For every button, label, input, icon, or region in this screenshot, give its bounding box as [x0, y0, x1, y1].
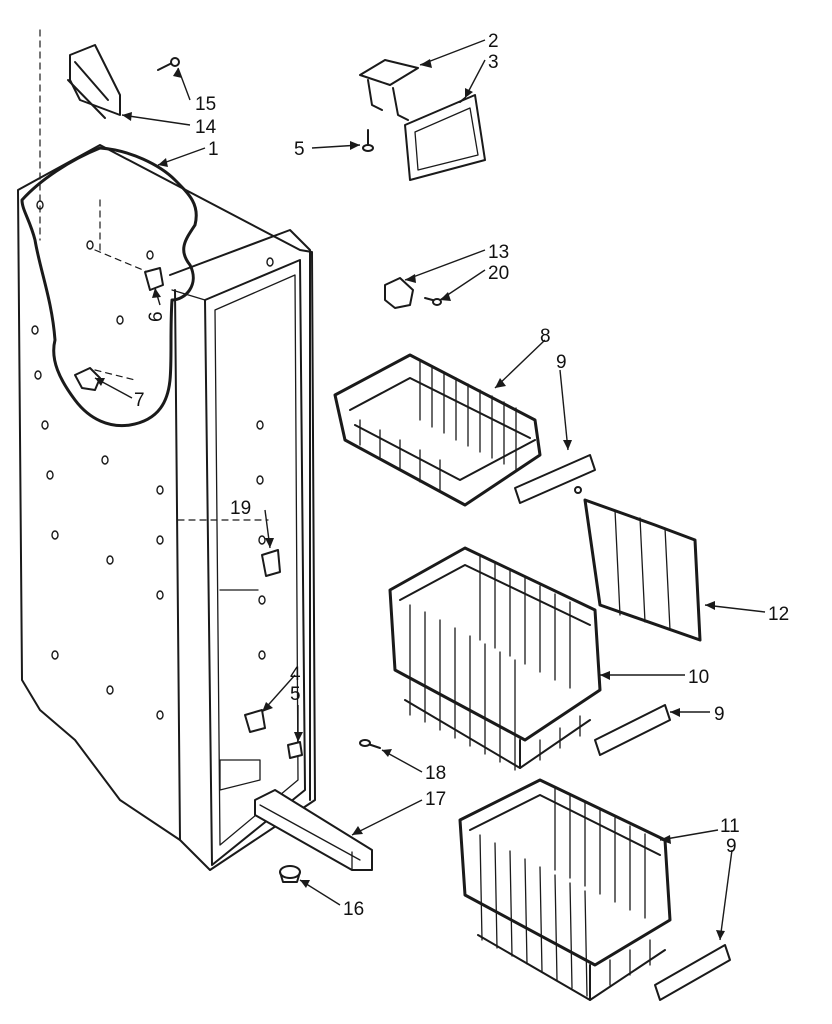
callout-7: 7 — [134, 390, 145, 411]
callout-4: 4 — [290, 664, 301, 685]
callout-20: 20 — [488, 263, 509, 284]
screw-part-20 — [424, 297, 442, 306]
leader-lines — [94, 39, 766, 941]
callout-18: 18 — [425, 763, 446, 784]
callout-9-middle: 9 — [714, 704, 725, 725]
clip-part-7 — [74, 367, 101, 391]
basket-part-11 — [458, 778, 672, 1001]
callout-10: 10 — [688, 667, 709, 688]
bracket-part-2 — [359, 59, 419, 121]
screw-part-5-top — [362, 129, 374, 152]
rail-part-17 — [254, 789, 373, 871]
basket-part-10 — [388, 546, 602, 771]
bracket-part-4 — [244, 709, 266, 733]
support-rail-part-9-upper — [514, 454, 596, 504]
bracket-part-14 — [67, 44, 121, 119]
callout-1: 1 — [208, 139, 219, 160]
cover-part-3 — [404, 94, 486, 181]
callout-3: 3 — [488, 52, 499, 73]
callout-19: 19 — [230, 498, 251, 519]
screw-part-5-lower — [287, 741, 303, 759]
callout-labels: 15 14 1 2 3 5 6 7 13 20 8 9 12 10 9 19 4… — [134, 31, 789, 920]
callout-13: 13 — [488, 242, 509, 263]
callout-15: 15 — [195, 94, 216, 115]
clip-part-19 — [261, 549, 281, 577]
callout-14: 14 — [195, 117, 217, 138]
support-rail-part-9-middle — [594, 704, 671, 756]
screw-part-18 — [359, 739, 381, 749]
callout-5-top: 5 — [294, 139, 305, 160]
cap-part-16 — [279, 865, 301, 883]
freezer-liner — [17, 29, 316, 871]
callout-5-lower: 5 — [290, 684, 301, 705]
callout-12: 12 — [768, 604, 789, 625]
clip-part-6 — [144, 267, 164, 291]
divider-part-12 — [574, 486, 702, 642]
basket-part-8 — [333, 353, 542, 507]
callout-11: 11 — [720, 816, 740, 837]
callout-16: 16 — [343, 899, 364, 920]
support-rail-part-9-lower — [654, 944, 731, 1001]
callout-9-lower: 9 — [726, 836, 737, 857]
callout-6: 6 — [146, 311, 167, 322]
callout-17: 17 — [425, 789, 446, 810]
screw-part-15 — [157, 57, 180, 71]
liner-holes — [31, 200, 274, 720]
fastener-part-13 — [384, 277, 414, 309]
callout-8: 8 — [540, 326, 551, 347]
callout-2: 2 — [488, 31, 499, 52]
callout-9-upper: 9 — [556, 352, 567, 373]
